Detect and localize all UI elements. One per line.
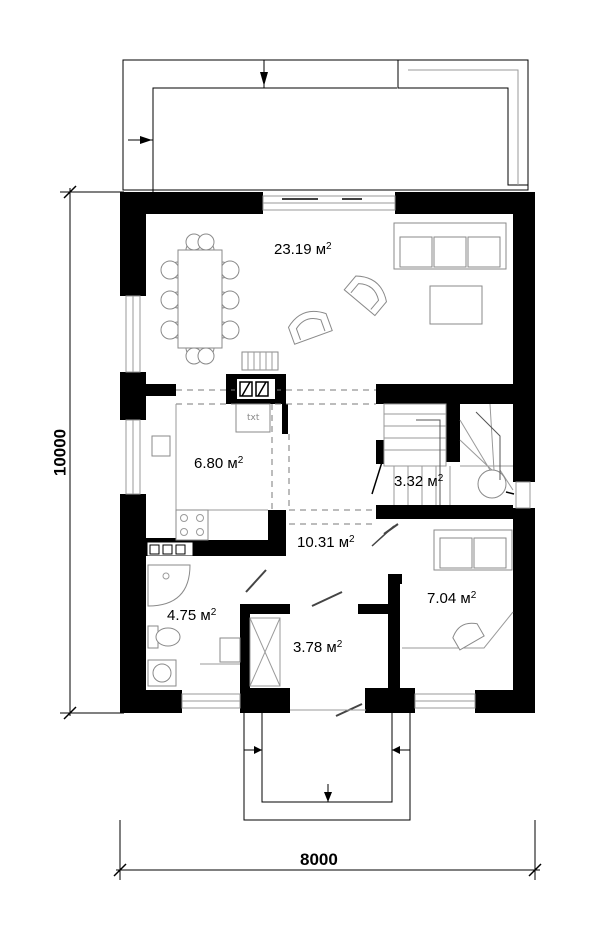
hood-label: txt xyxy=(247,413,260,423)
room-area-kitchen: 6.80 м2 xyxy=(194,455,244,472)
dining-set xyxy=(160,233,240,365)
windows xyxy=(125,195,531,709)
kitchen xyxy=(147,403,271,556)
bathroom-fixtures xyxy=(147,564,241,687)
porch xyxy=(243,709,411,821)
room-area-stair: 3.32 м2 xyxy=(394,473,444,490)
bedroom-furniture xyxy=(402,529,514,651)
top-terrace xyxy=(122,59,529,192)
exterior-walls xyxy=(120,192,535,713)
staircase xyxy=(371,403,515,505)
closet xyxy=(249,617,281,687)
room-area-hall: 10.31 м2 xyxy=(297,534,355,551)
dimension-lines xyxy=(60,185,542,880)
room-area-bedroom: 7.04 м2 xyxy=(427,590,477,607)
living-furniture xyxy=(235,222,507,401)
room-area-bathroom: 4.75 м2 xyxy=(167,607,217,624)
room-area-entry: 3.78 м2 xyxy=(293,639,343,656)
room-area-living: 23.19 м2 xyxy=(274,241,332,258)
dimension-width: 8000 xyxy=(300,850,338,869)
dimension-height: 10000 xyxy=(50,428,70,477)
